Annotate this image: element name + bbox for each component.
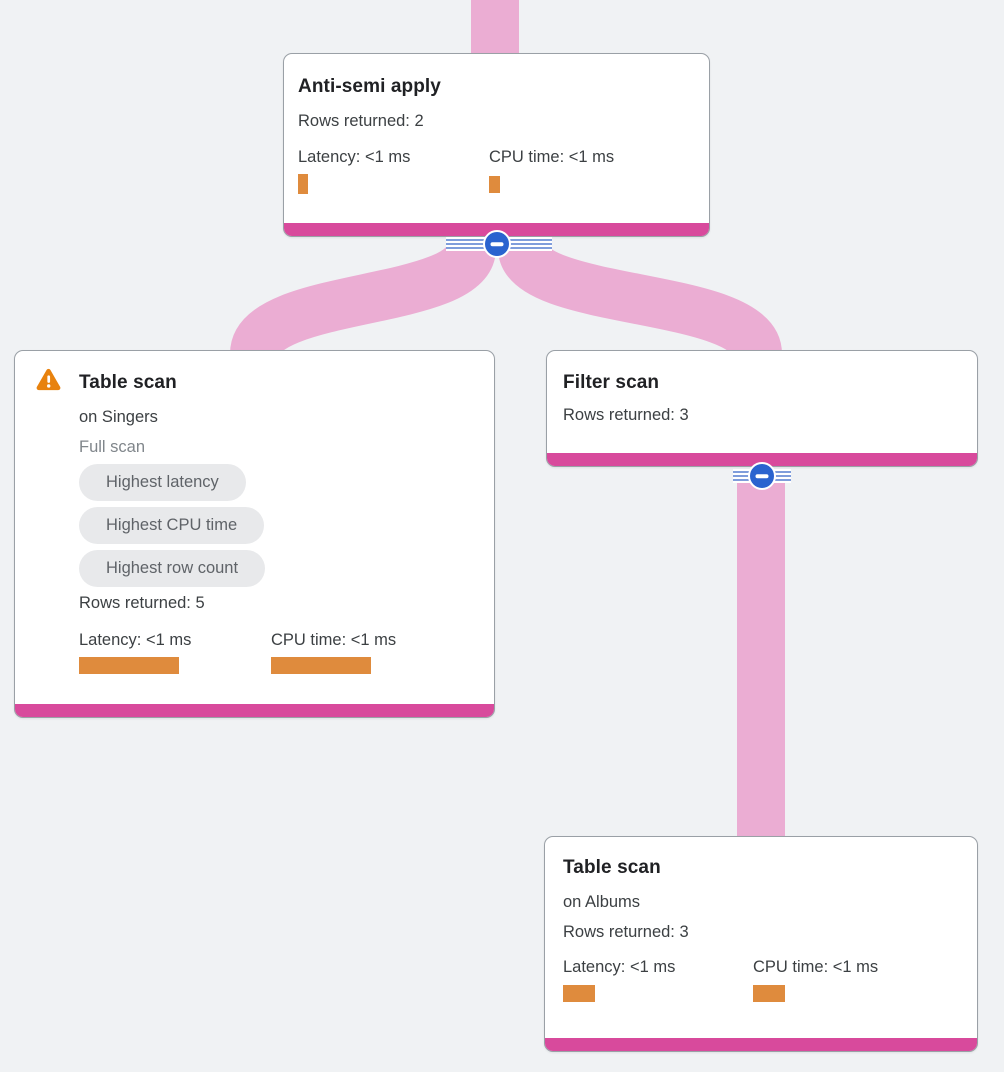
cpu-time-label: CPU time: <1 ms [753, 958, 879, 976]
rows-output-strip [15, 704, 494, 717]
collapse-children-button[interactable] [483, 230, 511, 258]
rows-output-strip [545, 1038, 977, 1051]
node-card-filter-scan[interactable]: Filter scan Rows returned: 3 [546, 350, 978, 467]
edge-filter-scan-to-table-scan-albums [737, 478, 785, 838]
latency-label: Latency: <1 ms [298, 148, 411, 166]
latency-bar [563, 985, 595, 1002]
edge-anti-semi-to-filter-scan [498, 242, 782, 359]
latency-bar [298, 174, 308, 194]
latency-label: Latency: <1 ms [563, 958, 676, 976]
node-title: Anti-semi apply [298, 76, 441, 97]
cpu-time-bar [271, 657, 371, 674]
node-card-anti-semi-apply[interactable]: Anti-semi apply Rows returned: 2 Latency… [283, 53, 710, 237]
edge-input-anti-semi-apply [471, 0, 519, 56]
node-title: Table scan [563, 857, 661, 878]
badge-highest-cpu-time: Highest CPU time [79, 507, 265, 544]
rows-output-strip [547, 453, 977, 466]
scan-type-text: Full scan [79, 438, 146, 456]
rows-returned-text: Rows returned: 3 [563, 923, 689, 941]
node-title: Table scan [79, 372, 177, 393]
node-card-table-scan-albums[interactable]: Table scan on Albums Rows returned: 3 La… [544, 836, 978, 1052]
latency-bar [79, 657, 179, 674]
warning-icon [36, 368, 61, 391]
highlight-badges: Highest latency Highest CPU time Highest… [79, 464, 266, 587]
cpu-time-label: CPU time: <1 ms [271, 631, 397, 649]
edge-anti-semi-to-table-scan-singers [230, 242, 496, 359]
badge-highest-row-count: Highest row count [79, 550, 266, 587]
minus-icon [755, 474, 769, 478]
cpu-time-bar [753, 985, 785, 1002]
collapse-children-button[interactable] [748, 462, 776, 490]
latency-label: Latency: <1 ms [79, 631, 192, 649]
scan-target-text: on Albums [563, 893, 641, 911]
cpu-time-bar [489, 176, 500, 193]
node-card-table-scan-singers[interactable]: Table scan on Singers Full scan Highest … [14, 350, 495, 718]
cpu-time-label: CPU time: <1 ms [489, 148, 615, 166]
rows-returned-text: Rows returned: 2 [298, 112, 424, 130]
rows-returned-text: Rows returned: 3 [563, 406, 689, 424]
rows-output-strip [284, 223, 709, 236]
minus-icon [490, 242, 504, 246]
badge-highest-latency: Highest latency [79, 464, 246, 501]
node-title: Filter scan [563, 372, 660, 393]
scan-target-text: on Singers [79, 408, 158, 426]
rows-returned-text: Rows returned: 5 [79, 594, 205, 612]
